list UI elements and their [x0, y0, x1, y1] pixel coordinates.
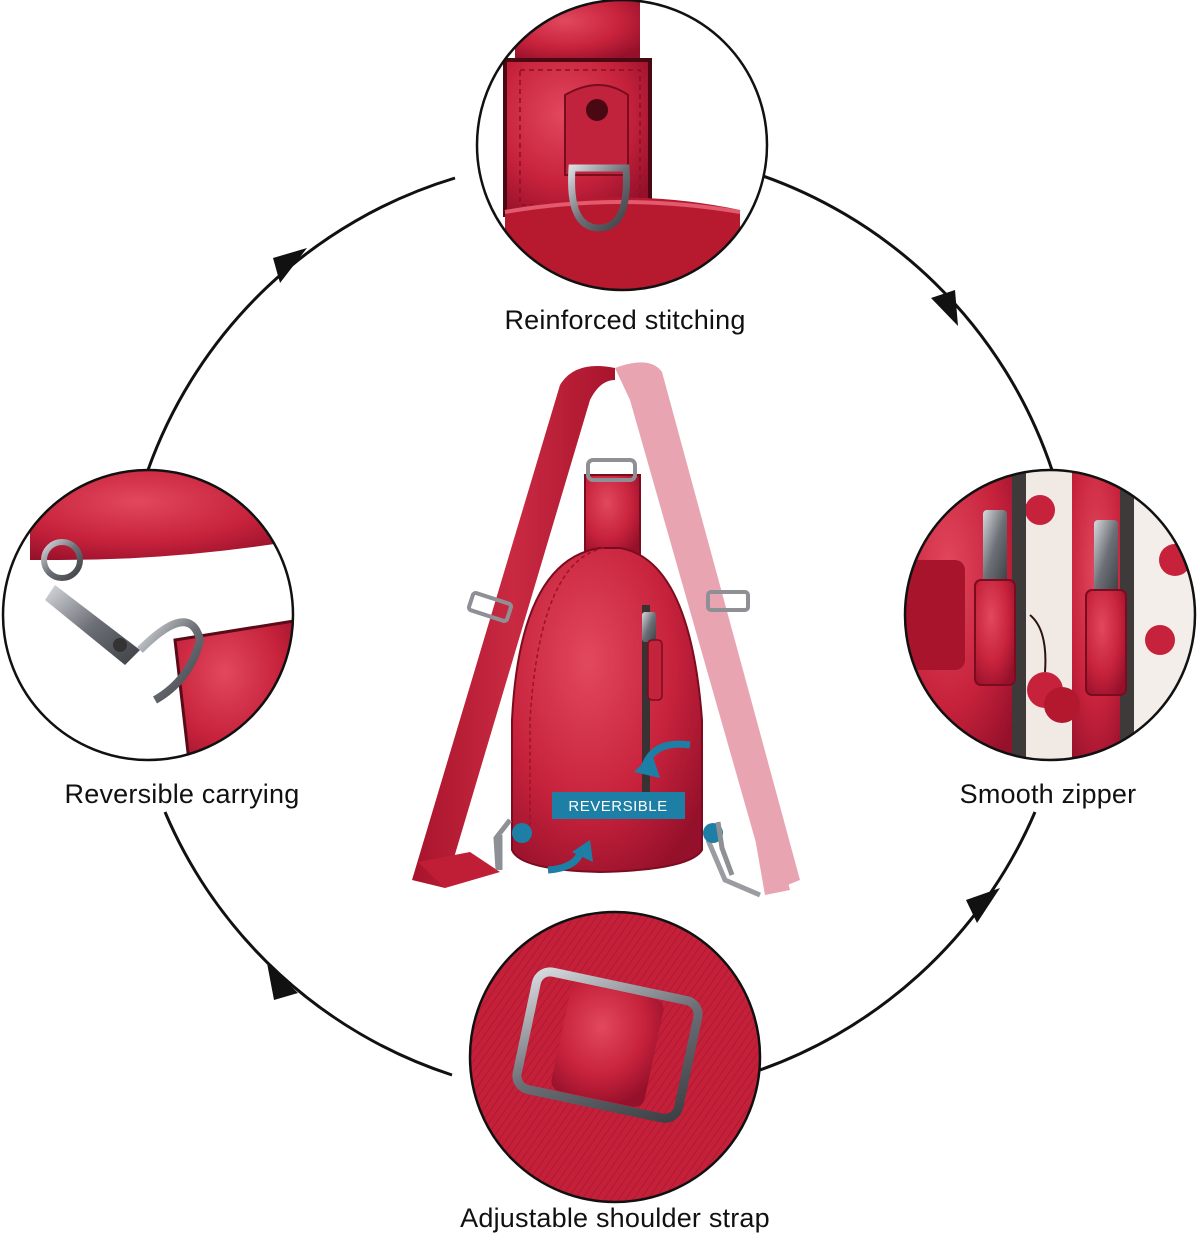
detail-circle-clasp	[1, 468, 295, 762]
product-image-sling-bag: REVERSIBLE	[412, 362, 800, 898]
arrow-head-icon-top-left	[273, 248, 307, 283]
detail-circle-buckle	[468, 910, 762, 1204]
d-ring-icon	[568, 164, 630, 232]
cycle-ring	[146, 168, 1054, 1077]
feature-label-stitching: Reinforced stitching	[504, 305, 746, 335]
arrow-head-icon	[931, 290, 958, 326]
detail-circle-zipper	[903, 468, 1197, 762]
reversible-badge: REVERSIBLE	[552, 792, 685, 819]
arrow-head-icon	[273, 248, 307, 283]
swivel-clasp-icon	[41, 539, 205, 704]
feature-label-strap: Adjustable shoulder strap	[460, 1203, 770, 1233]
arrow-head-icon	[966, 888, 1000, 923]
detail-circle-stitching	[475, 0, 769, 292]
curved-arrow-icon	[547, 840, 593, 874]
feature-label-zipper: Smooth zipper	[959, 779, 1137, 809]
cherry-icon	[1025, 495, 1191, 723]
arrow-head-icon	[267, 963, 298, 1000]
zipper-pull-icon	[1085, 520, 1127, 696]
curved-arrow-icon	[634, 740, 691, 778]
feature-label-reversible: Reversible carrying	[64, 779, 300, 809]
reversible-badge-label: REVERSIBLE	[568, 798, 667, 815]
zipper-pull-icon	[974, 510, 1016, 686]
slide-buckle-icon	[512, 967, 703, 1123]
